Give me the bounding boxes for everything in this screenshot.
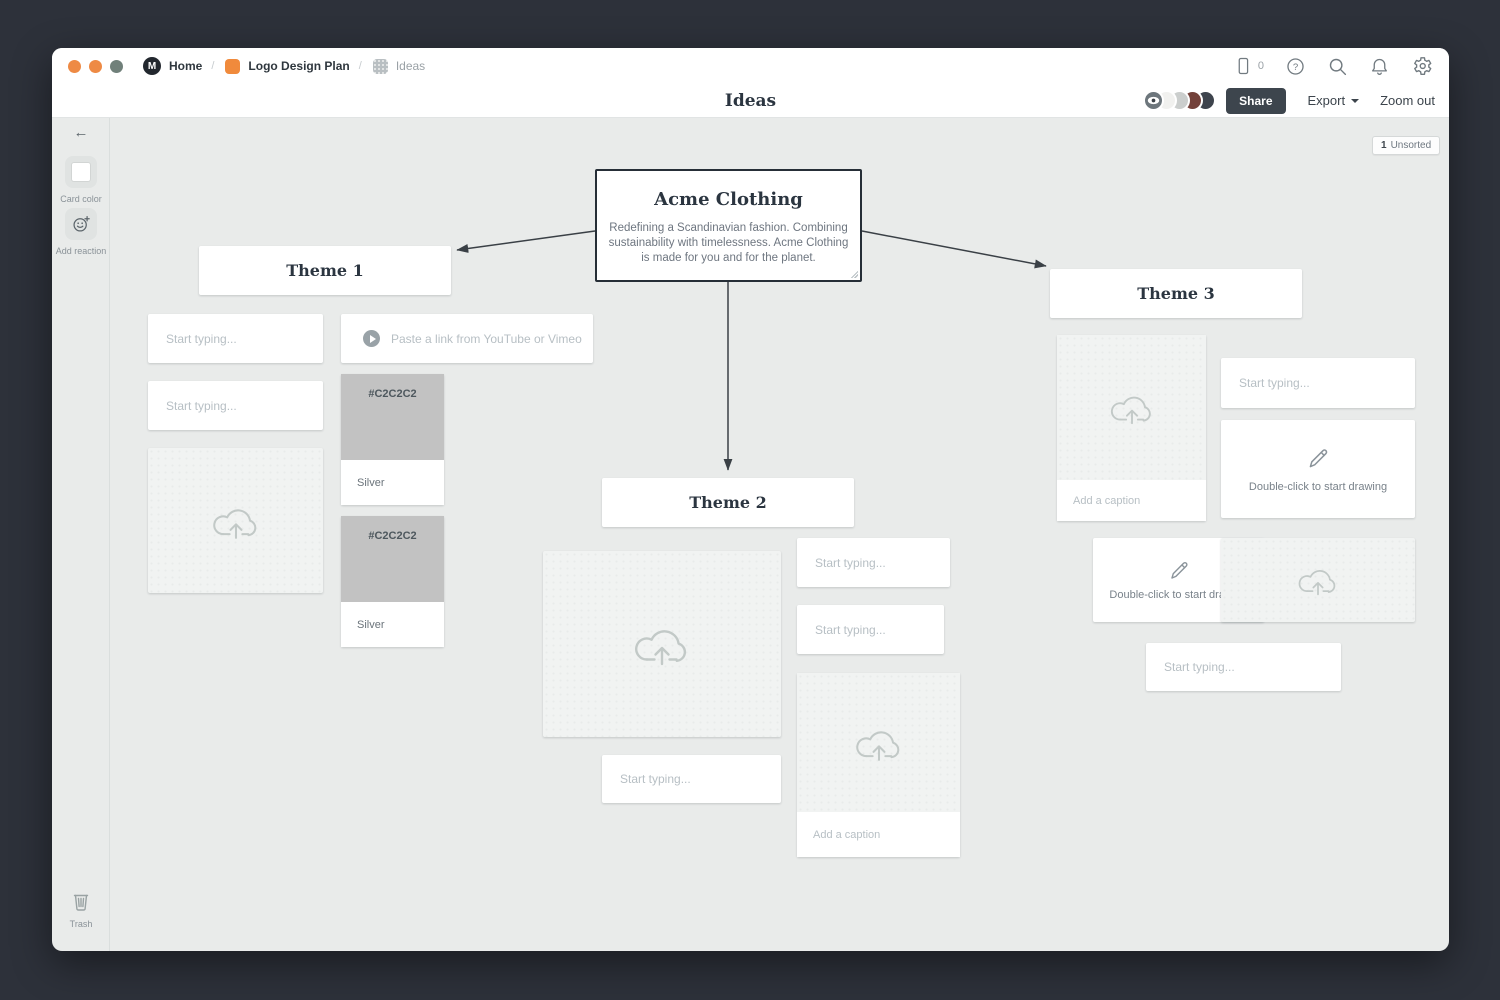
text-card[interactable]: Start typing...: [797, 605, 944, 654]
smiley-plus-icon: [71, 214, 91, 234]
device-count: 0: [1257, 60, 1264, 72]
chevron-down-icon: [1351, 98, 1360, 103]
text-card[interactable]: Start typing...: [148, 381, 323, 430]
drawing-placeholder: Double-click to start drawing: [1248, 480, 1388, 493]
phone-icon: [1233, 56, 1253, 76]
text-placeholder: Start typing...: [815, 622, 886, 637]
board-canvas[interactable]: 1 Unsorted Acme Clothing Redefining a Sc…: [110, 118, 1449, 951]
drawing-card[interactable]: Double-click to start drawing: [1221, 420, 1415, 518]
collaborator-avatars[interactable]: [1143, 90, 1217, 111]
card-color-label: Card color: [60, 194, 102, 204]
image-upload-dropzone[interactable]: [1221, 538, 1415, 622]
card-color-tool[interactable]: Card color: [52, 156, 110, 204]
root-note-card[interactable]: Acme Clothing Redefining a Scandinavian …: [595, 169, 862, 282]
titlebar: M Home / Logo Design Plan / Ideas 0: [52, 48, 1449, 84]
collapse-sidebar-arrow-icon[interactable]: ←: [73, 124, 89, 141]
swatch-color-area: #C2C2C2: [341, 374, 444, 460]
image-card-with-caption[interactable]: Add a caption: [797, 673, 960, 857]
text-placeholder: Start typing...: [166, 398, 237, 413]
breadcrumb-separator: /: [358, 60, 362, 72]
trash-label: Trash: [69, 919, 93, 929]
pencil-icon: [1167, 559, 1191, 583]
text-card[interactable]: Start typing...: [602, 755, 781, 803]
notifications-bell-icon[interactable]: [1369, 56, 1390, 77]
text-placeholder: Start typing...: [1164, 660, 1235, 674]
swatch-name: Silver: [341, 460, 444, 505]
breadcrumb-home[interactable]: Home: [169, 59, 203, 73]
card-color-swatch: [72, 163, 90, 181]
image-upload-dropzone: [797, 673, 960, 812]
swatch-name: Silver: [341, 602, 444, 647]
search-icon[interactable]: [1327, 56, 1348, 77]
unsorted-badge[interactable]: 1 Unsorted: [1372, 136, 1441, 155]
text-placeholder: Start typing...: [1239, 376, 1310, 390]
left-sidebar: ← Card color Add reaction Trash: [52, 118, 110, 951]
page-title: Ideas: [724, 90, 777, 111]
theme-2-card[interactable]: Theme 2: [602, 478, 854, 527]
theme-3-card[interactable]: Theme 3: [1050, 269, 1302, 318]
unsorted-count: 1: [1381, 140, 1387, 151]
window-close-button[interactable]: [68, 59, 81, 73]
settings-gear-icon[interactable]: [1411, 55, 1433, 77]
cloud-upload-icon: [209, 499, 263, 543]
export-button[interactable]: Export: [1308, 93, 1360, 108]
video-link-card[interactable]: Paste a link from YouTube or Vimeo: [341, 314, 593, 363]
breadcrumb-separator: /: [211, 60, 215, 72]
caption-placeholder[interactable]: Add a caption: [1057, 480, 1206, 521]
pencil-icon: [1305, 446, 1331, 472]
mobile-devices-button[interactable]: 0: [1233, 56, 1264, 76]
text-card[interactable]: Start typing...: [1221, 358, 1415, 408]
window-zoom-button[interactable]: [110, 59, 123, 73]
text-card[interactable]: Start typing...: [797, 538, 950, 587]
milanote-logo[interactable]: M: [143, 57, 161, 75]
add-reaction-tool[interactable]: Add reaction: [52, 208, 110, 256]
help-icon[interactable]: [1285, 56, 1306, 77]
cloud-upload-icon: [630, 618, 694, 670]
image-upload-dropzone: [1057, 335, 1206, 480]
ideas-board-icon: [372, 58, 388, 74]
window-minimize-button[interactable]: [89, 59, 102, 73]
window-controls: [68, 59, 123, 73]
add-reaction-label: Add reaction: [55, 246, 107, 256]
image-card-with-caption[interactable]: Add a caption: [1057, 335, 1206, 521]
drawing-placeholder: Double-click to start drawing: [1109, 589, 1248, 601]
trash-icon: [69, 889, 93, 913]
resize-handle[interactable]: [850, 270, 858, 278]
image-upload-dropzone[interactable]: [543, 551, 781, 737]
theme-1-card[interactable]: Theme 1: [199, 246, 451, 295]
share-button[interactable]: Share: [1226, 87, 1286, 114]
trash-tool[interactable]: Trash: [52, 889, 110, 929]
image-upload-dropzone[interactable]: [148, 448, 323, 593]
color-swatch-card[interactable]: #C2C2C2 Silver: [341, 374, 444, 505]
text-placeholder: Start typing...: [166, 331, 237, 346]
video-placeholder: Paste a link from YouTube or Vimeo: [391, 331, 582, 346]
root-card-body: Redefining a Scandinavian fashion. Combi…: [608, 222, 849, 264]
cloud-upload-icon: [1107, 387, 1157, 428]
text-placeholder: Start typing...: [815, 555, 886, 570]
app-window: M Home / Logo Design Plan / Ideas 0 Idea…: [52, 48, 1449, 951]
export-label: Export: [1307, 93, 1346, 108]
board-toolbar: Ideas Share Export Zoom out: [52, 84, 1449, 118]
cloud-upload-icon: [1295, 561, 1341, 599]
zoom-out-button[interactable]: Zoom out: [1380, 93, 1435, 108]
play-icon: [363, 330, 380, 347]
breadcrumb-current: Ideas: [395, 59, 426, 73]
swatch-color-area: #C2C2C2: [341, 516, 444, 602]
caption-placeholder[interactable]: Add a caption: [797, 812, 960, 857]
unsorted-label: Unsorted: [1390, 140, 1432, 151]
cloud-upload-icon: [852, 721, 906, 765]
text-card[interactable]: Start typing...: [1146, 643, 1341, 691]
viewer-eye-avatar: [1143, 90, 1165, 111]
root-card-title: Acme Clothing: [654, 189, 803, 210]
breadcrumb-board[interactable]: Logo Design Plan: [248, 59, 350, 73]
text-card[interactable]: Start typing...: [148, 314, 323, 363]
board-icon: [225, 58, 241, 74]
color-swatch-card[interactable]: #C2C2C2 Silver: [341, 516, 444, 647]
text-placeholder: Start typing...: [620, 772, 691, 786]
